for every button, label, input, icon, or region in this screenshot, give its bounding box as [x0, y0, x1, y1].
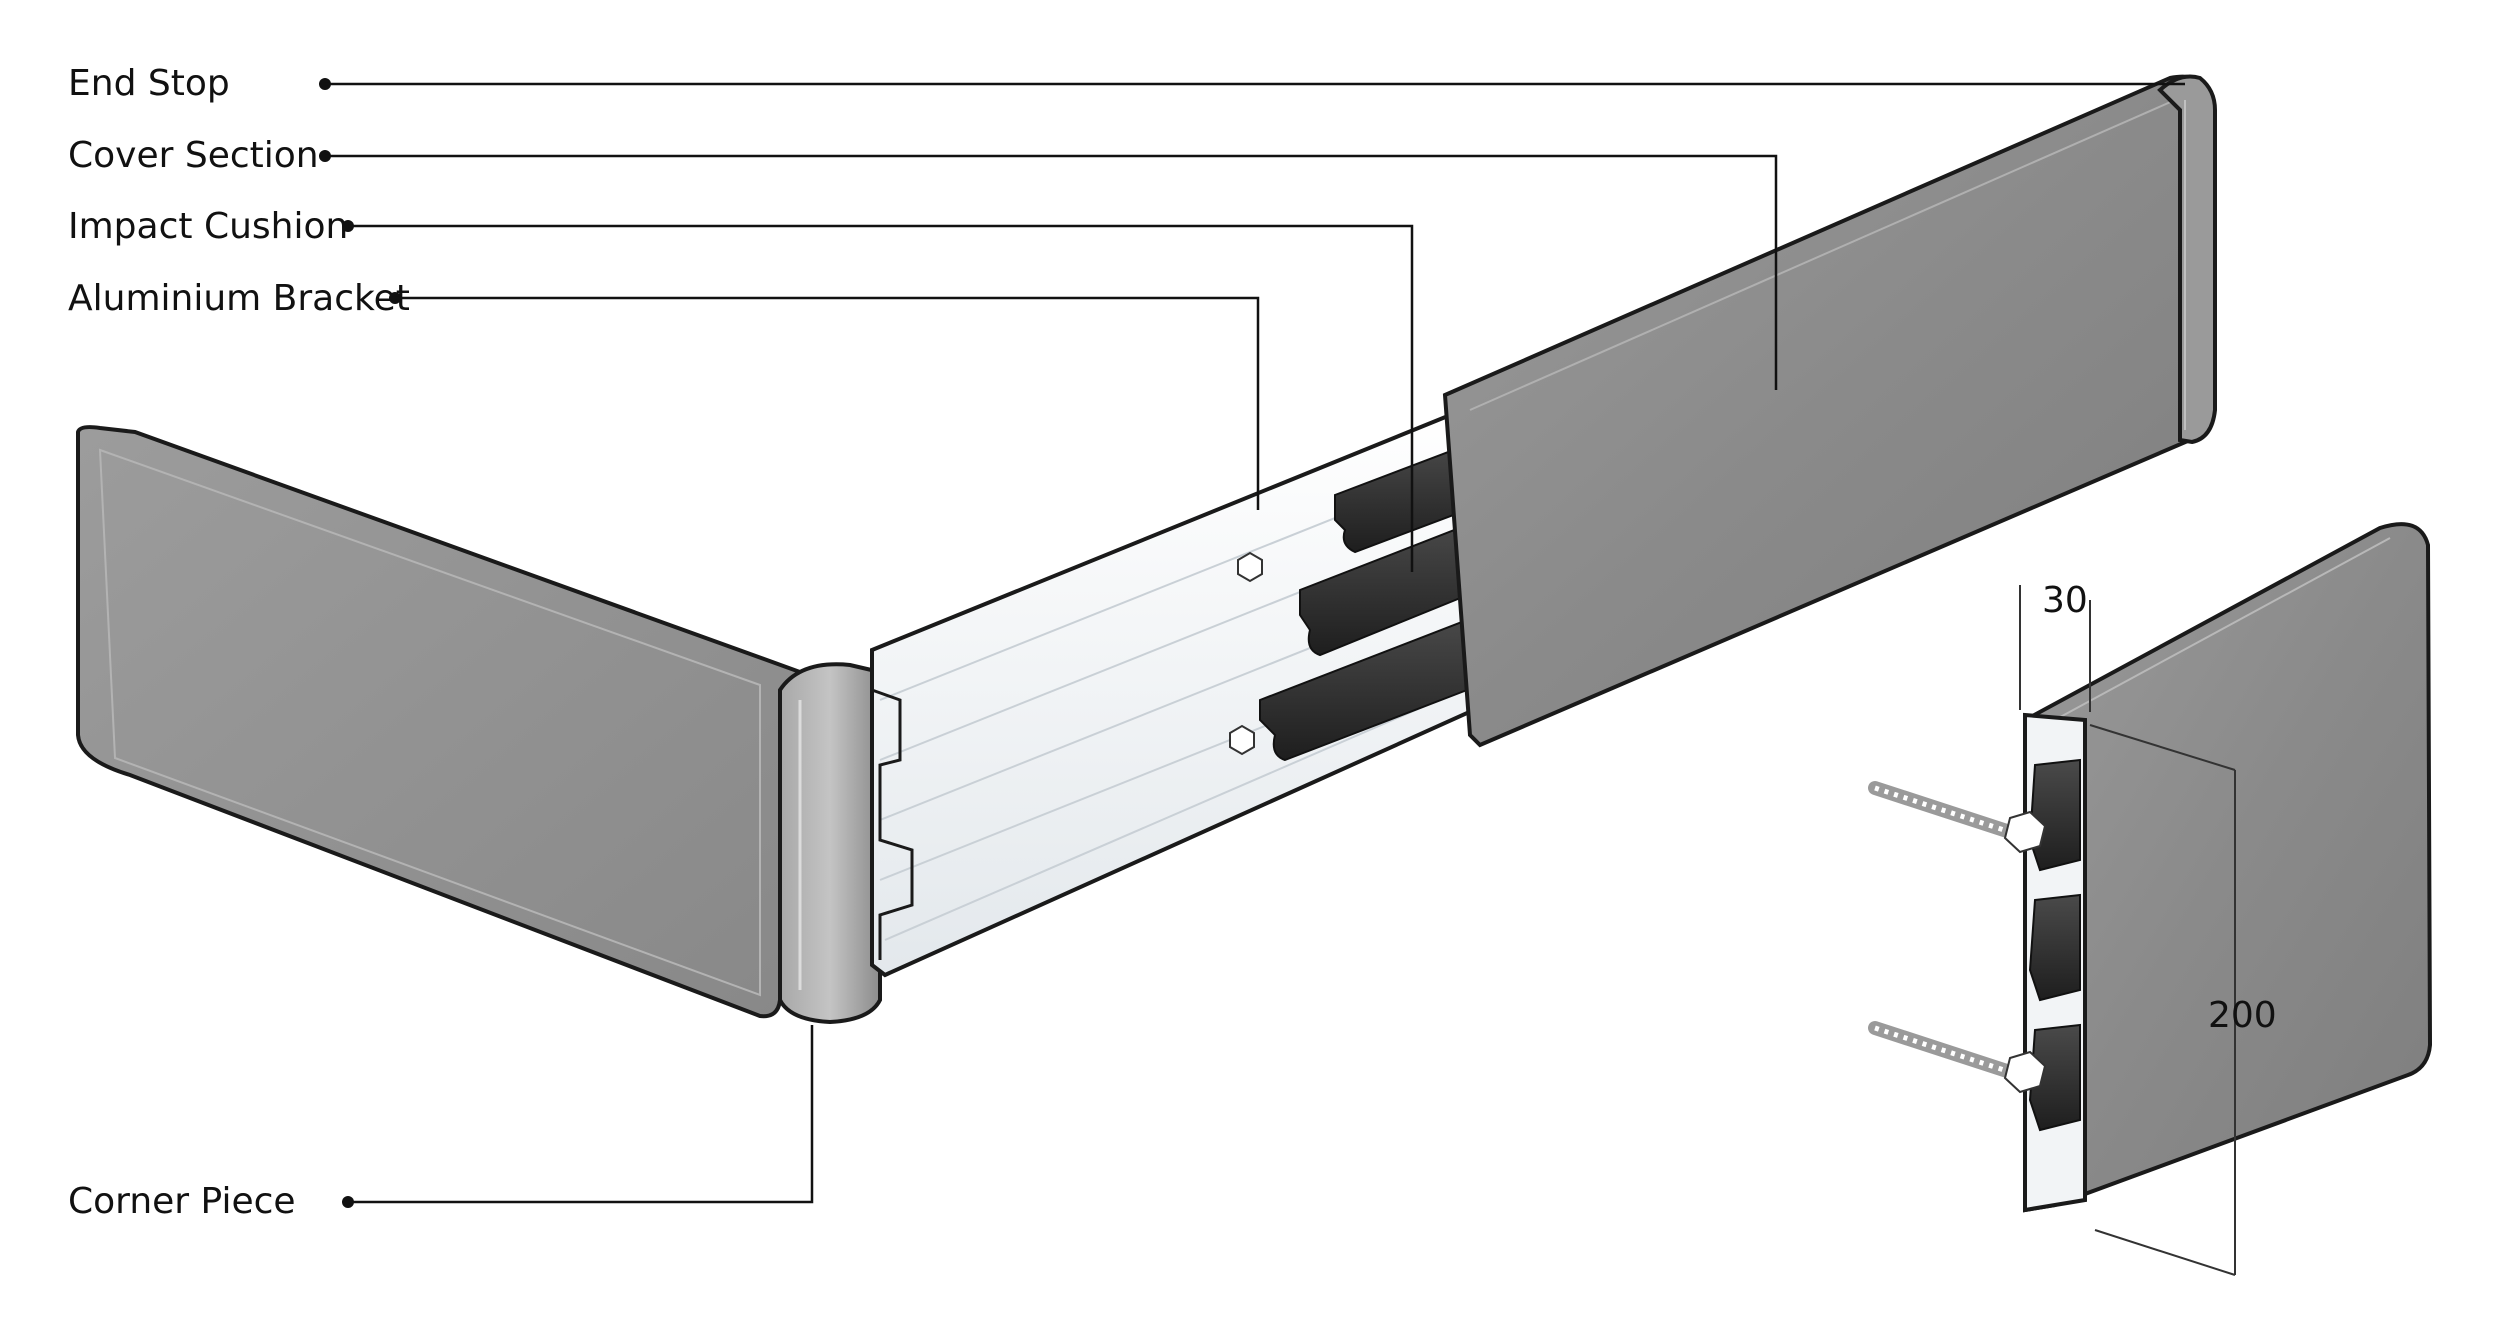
detail-section-view — [1868, 522, 2433, 1213]
corner-piece-label: Corner Piece — [68, 1181, 296, 1222]
callout-impact-cushion: Impact Cushion — [68, 206, 1414, 572]
callout-end-stop: End Stop — [68, 63, 2185, 104]
corner-piece — [778, 662, 882, 1025]
aluminium-bracket-label: Aluminium Bracket — [68, 278, 410, 319]
dimension-lines — [2019, 585, 2236, 1276]
bolt-head-icon — [1237, 551, 1263, 583]
callout-aluminium-bracket: Aluminium Bracket — [68, 278, 1260, 510]
end-stop-label: End Stop — [68, 63, 230, 104]
impact-cushion — [1259, 438, 1481, 762]
cover-section-label: Cover Section — [68, 135, 319, 176]
callout-cover-section: Cover Section — [68, 135, 1778, 390]
callout-corner-piece: Corner Piece — [68, 1025, 814, 1222]
screw-icon — [1868, 781, 2047, 854]
cover-section — [1442, 74, 2213, 748]
bolt-head-icon — [1229, 724, 1255, 756]
end-stop — [2157, 74, 2217, 445]
depth-dimension-label: 30 — [2042, 580, 2088, 621]
height-dimension-label: 200 — [2208, 995, 2277, 1036]
impact-cushion-label: Impact Cushion — [68, 206, 348, 247]
left-cover-section — [76, 425, 807, 1019]
screw-icon — [1868, 1021, 2047, 1094]
